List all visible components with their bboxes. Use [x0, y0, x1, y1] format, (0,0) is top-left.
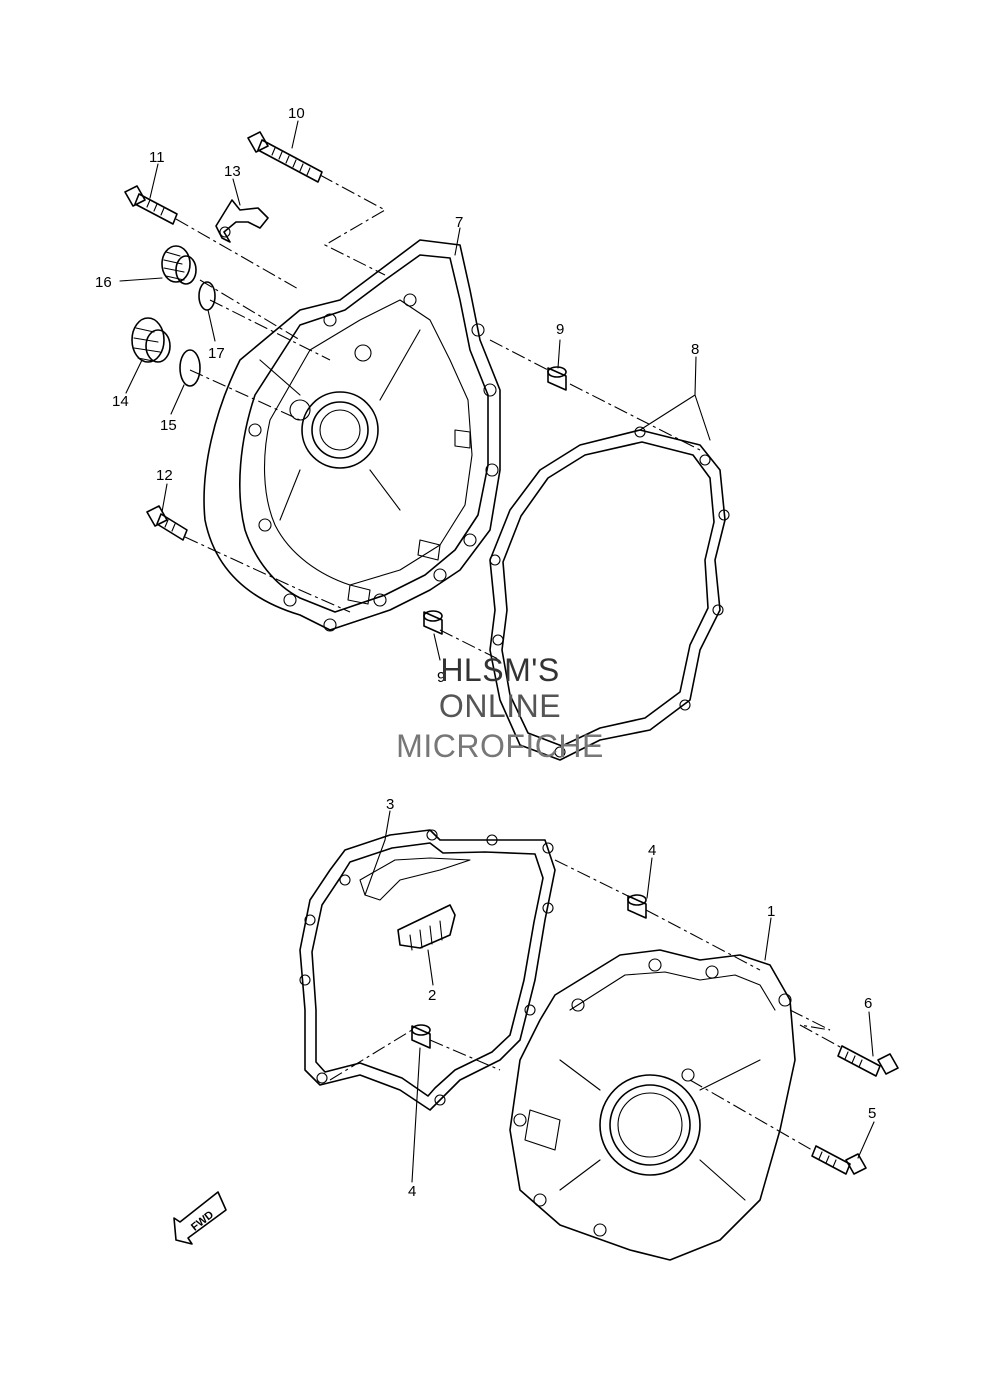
callout-1: 1: [767, 903, 775, 920]
callout-12: 12: [156, 467, 173, 484]
bolt-12: [146, 505, 188, 541]
o-ring-15: [179, 349, 201, 387]
plug-16: [161, 245, 197, 285]
callout-17: 17: [208, 345, 225, 362]
callout-3: 3: [386, 796, 394, 813]
callout-9-upper: 9: [556, 321, 564, 338]
callout-15: 15: [160, 417, 177, 434]
callout-2: 2: [428, 987, 436, 1004]
bolt-6: [837, 1045, 899, 1077]
part-2-guide: [397, 904, 456, 951]
bolt-11: [124, 185, 178, 225]
callout-13: 13: [224, 163, 241, 180]
bolt-5: [811, 1145, 867, 1175]
assembly-lines-upper: [175, 174, 701, 661]
callout-16: 16: [95, 274, 112, 291]
dowel-pin-9-upper: [547, 366, 567, 391]
bolt-10: [247, 131, 323, 183]
callout-10: 10: [288, 105, 305, 122]
forward-direction-arrow: FWD: [173, 1191, 227, 1245]
assembly-lines-lower: [329, 859, 843, 1151]
plug-14: [131, 317, 171, 363]
gasket-3: [299, 829, 556, 1111]
crankcase-cover-1: [509, 949, 796, 1261]
watermark-line-2: ONLINE: [438, 688, 562, 724]
dowel-pin-4-upper: [627, 894, 647, 919]
o-ring-17: [198, 281, 216, 311]
dowel-pin-4-lower: [411, 1024, 431, 1049]
watermark-line-3: MICROFICHE: [396, 728, 604, 764]
crankcase-cover-7: [203, 239, 501, 632]
dowel-pin-9-lower: [423, 610, 443, 635]
callout-11: 11: [149, 149, 165, 166]
watermark-line-1: HLSM'S: [440, 652, 560, 688]
callout-5: 5: [868, 1105, 876, 1122]
callout-8: 8: [691, 341, 699, 358]
callout-14: 14: [112, 393, 129, 410]
gasket-8: [489, 426, 730, 761]
callout-9-lower: 9: [437, 669, 445, 686]
callout-4-lower: 4: [408, 1183, 416, 1200]
callout-4-upper: 4: [648, 842, 656, 859]
callout-leaders: [119, 120, 875, 1183]
callout-6: 6: [864, 995, 872, 1012]
bracket-13: [215, 199, 269, 243]
callout-7: 7: [455, 214, 463, 231]
callout-labels: 10 11 13 16 17 14 15 12 7 9 8 9 3 2 4 4 …: [95, 105, 876, 1200]
